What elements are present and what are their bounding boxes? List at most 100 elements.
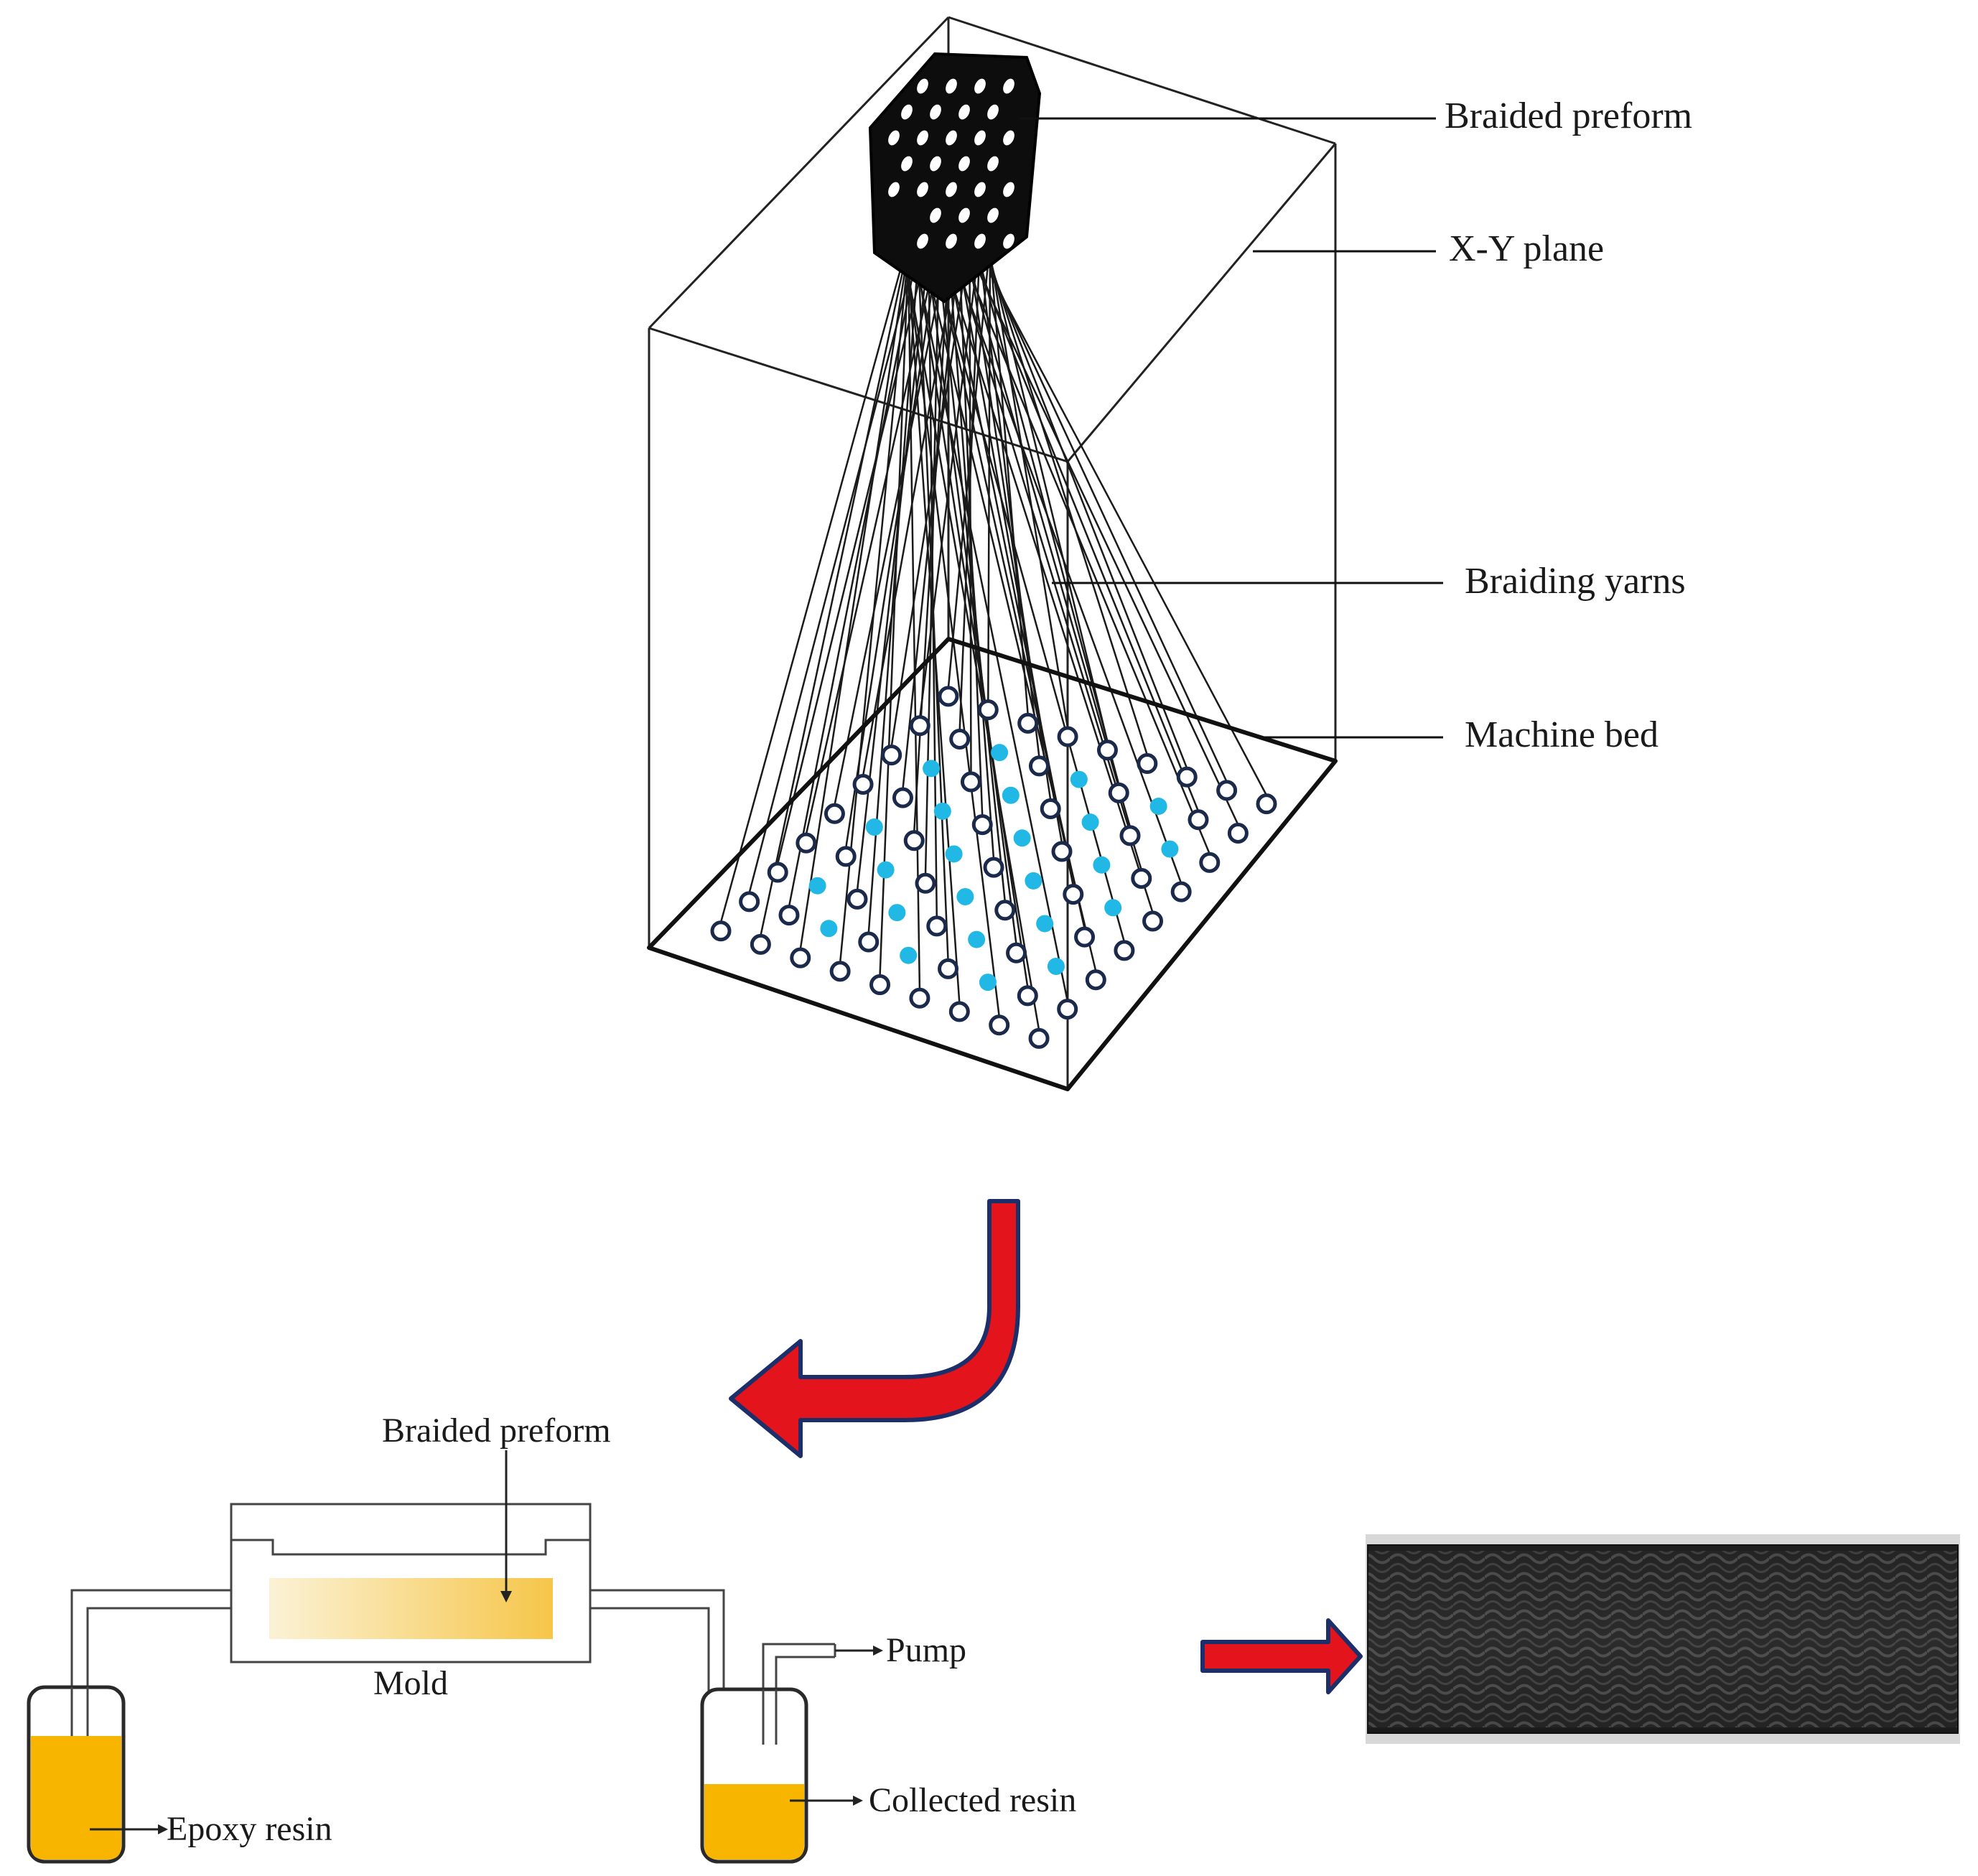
preform-gap [987,207,999,223]
carrier-ring [829,961,851,982]
preform-gap [901,104,913,120]
carrier-ring [1256,793,1277,815]
braiding-yarn [989,261,1149,755]
braiding-yarn [834,241,951,806]
carrier-ring [739,891,760,913]
carrier-ring [915,872,936,894]
collected-resin-fill [704,1784,804,1859]
carrier-ring [1006,942,1027,963]
resin-pipes [70,1589,836,1745]
preform-gap [888,130,900,146]
carrier-filled [1081,813,1099,831]
machine-bed [647,637,1338,1091]
braiding-yarn [890,241,971,747]
preform-gap [1003,78,1014,94]
braiding-yarn [987,245,992,701]
braiding-yarn [969,257,1052,801]
carrier-ring [1216,780,1238,801]
label-braiding-yarns: Braiding yarns [1465,561,1686,602]
preform-gap [901,156,913,172]
preform-gap [987,104,999,120]
process-flow-straight-arrow [1200,1618,1363,1694]
braiding-yarn [788,245,920,907]
carrier-ring [1017,985,1038,1007]
braiding-yarn [919,241,981,717]
label-epoxy-resin: Epoxy resin [167,1810,332,1848]
carrier-ring [1063,884,1084,905]
carrier-ring [1040,798,1061,819]
xy-plane-frame [648,16,1337,1089]
carrier-filled [1013,829,1031,847]
carrier-filled [808,877,826,895]
braiding-yarn [844,245,940,849]
carrier-filled [979,974,997,991]
carrier-ring [835,846,857,867]
carrier-ring [1227,822,1249,844]
carrier-ring [852,773,874,795]
preform-gap [946,233,957,249]
carrier-ring [903,830,925,851]
braiding-yarn [902,245,961,790]
carrier-filled [1047,958,1065,976]
label-mold: Mold [373,1664,448,1702]
preform-gap [917,78,928,94]
carrier-filled [877,861,895,879]
carrier-ring [1057,999,1078,1020]
carrier-filled [1070,770,1088,788]
carrier-filled [1002,786,1020,804]
preform-gap [958,156,970,172]
carrier-filled [1036,915,1054,933]
carrier-ring [1199,851,1221,873]
braiding-yarn [989,249,1029,715]
braiding-yarn [760,245,910,936]
carrier-filled [1093,856,1111,874]
label-machine-bed: Machine bed [1465,714,1659,755]
carrier-ring [1137,752,1158,774]
label-pump: Pump [886,1631,966,1669]
carrier-ring [971,814,993,836]
carrier-ring [790,947,811,969]
carrier-filled [956,888,974,906]
carrier-ring [909,715,930,737]
braided-composite-photo [1366,1534,1960,1744]
carrier-ring [1108,782,1129,803]
preform-gap [1003,182,1014,197]
label-braided-preform: Braided preform [1445,95,1692,136]
preform-gap [930,207,941,223]
carrier-ring [710,920,732,942]
carrier-ring [1028,755,1050,777]
carrier-ring [869,974,891,996]
carrier-filled [1025,872,1042,890]
label-xy-plane: X-Y plane [1449,228,1604,269]
carrier-ring [1028,1027,1050,1049]
carrier-ring [750,933,771,955]
preform-gap [974,130,986,146]
carrier-ring [1176,766,1198,788]
preform-gap [987,156,999,172]
carrier-ring [1017,712,1039,734]
carrier-ring [881,745,902,766]
preform-gap [946,182,957,197]
carrier-ring [767,862,788,883]
braiding-yarn [719,241,910,923]
preform-gap [946,130,957,146]
label-mold-braided-preform: Braided preform [382,1411,611,1450]
preform-gap [930,156,941,172]
braiding-yarns [719,241,1268,1030]
braiding-yarn [748,241,920,894]
preform-gap [1003,130,1014,146]
carrier-filled [865,818,883,836]
carrier-ring [983,857,1004,878]
braiding-yarn [948,274,1154,913]
preform-gap [974,182,986,197]
braiding-yarn [947,241,992,689]
carrier-ring [994,900,1016,921]
carrier-filled [968,930,986,948]
preform-gap [917,130,928,146]
carrier-ring [949,728,971,750]
carrier-ring [1142,910,1164,932]
carrier-ring [778,905,800,926]
preform-gap [974,233,986,249]
rtm-setup: Braided preform Mold Epoxy resin Collect… [27,1411,1076,1864]
